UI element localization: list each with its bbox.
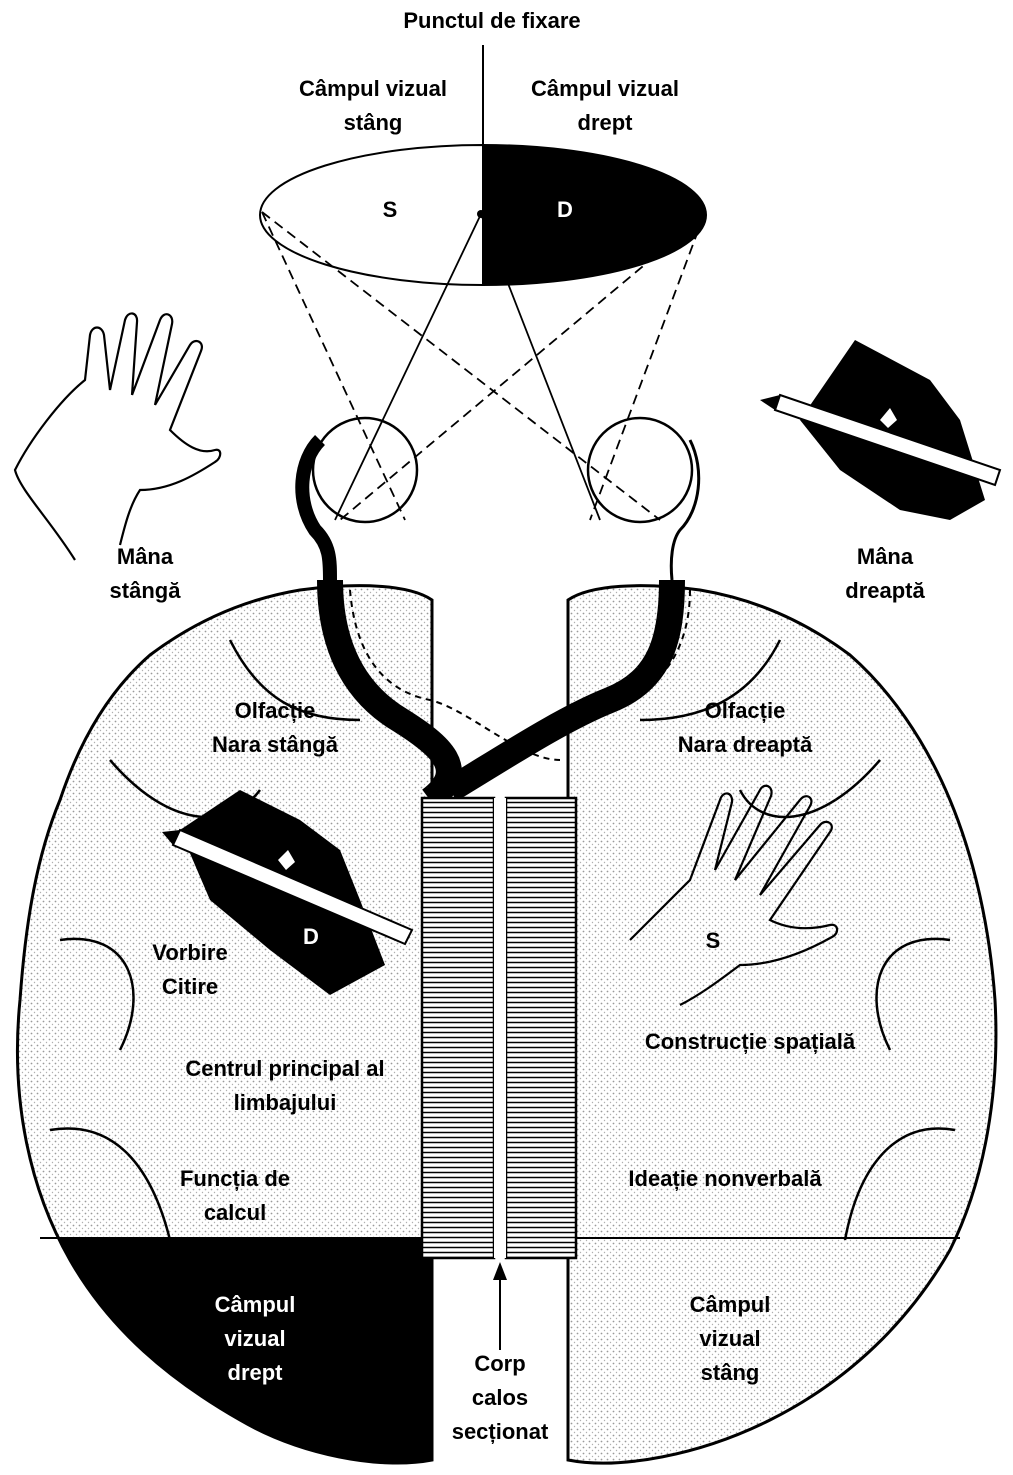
right-visual-field-half	[483, 145, 706, 285]
left-visual-field-half	[260, 145, 483, 285]
right-hand-letter: S	[698, 924, 728, 958]
left-drawing-letter: D	[296, 920, 326, 954]
right-hand-drawing-icon	[760, 340, 1000, 520]
left-eye	[302, 418, 417, 580]
corpus-callosum	[422, 798, 576, 1350]
left-field-letter: S	[375, 193, 405, 227]
right-eye	[588, 418, 699, 580]
callosum-pointer-arrowhead	[493, 1262, 507, 1280]
right-field-letter: D	[550, 193, 580, 227]
left-hand-icon	[15, 313, 220, 560]
spatial-construction-label: Construcție spațială	[600, 1025, 900, 1059]
fixation-point-title: Punctul de fixare	[342, 4, 642, 38]
nonverbal-ideation-label: Ideație nonverbală	[600, 1162, 850, 1196]
